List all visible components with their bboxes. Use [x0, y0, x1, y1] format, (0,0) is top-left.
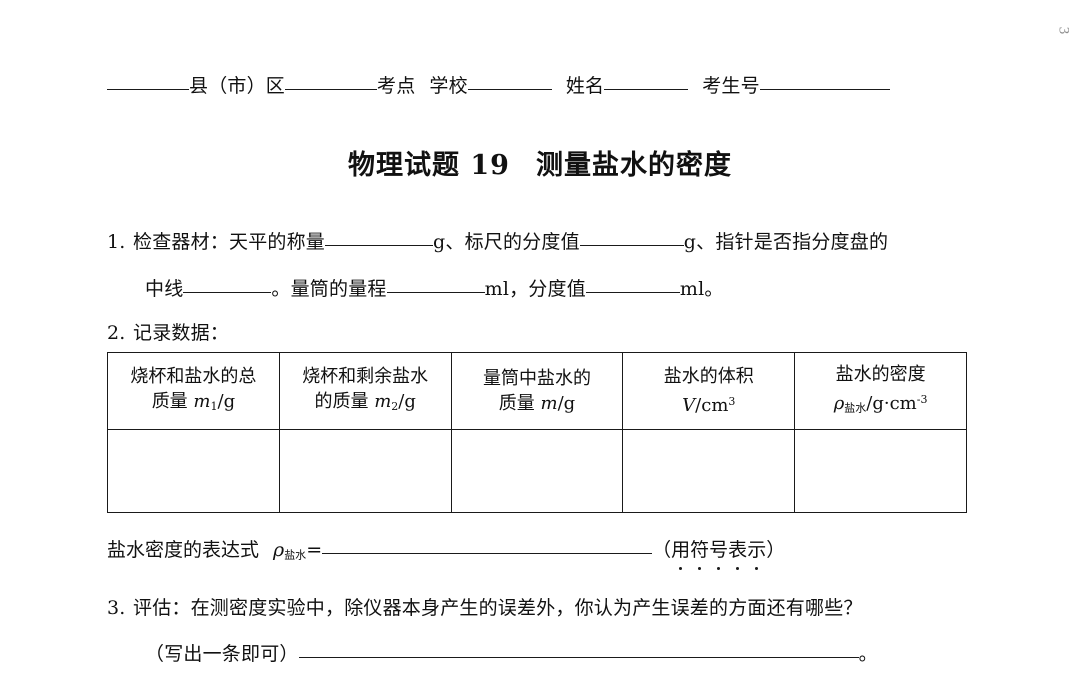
- header-volume-unit: /cm: [695, 395, 729, 417]
- header-volume-line1: 盐水的体积: [663, 365, 754, 387]
- school-blank[interactable]: [467, 72, 552, 90]
- emphasis-dot-char: 用: [671, 535, 690, 570]
- cylinder-division-blank[interactable]: [585, 275, 680, 293]
- expression-note-text: 用符号表示: [671, 539, 766, 570]
- question-3-number: 3.: [107, 597, 126, 619]
- student-id-label: 考生号: [702, 75, 760, 97]
- scale-division-blank[interactable]: [579, 228, 684, 246]
- question-3-answer-line: （写出一条即可） 。: [145, 640, 878, 667]
- question-1-line2-unit-2: ml。: [679, 278, 724, 300]
- question-3-hint: （写出一条即可）: [145, 643, 299, 665]
- question-2-number: 2.: [107, 322, 126, 344]
- data-cell-density[interactable]: [794, 429, 967, 513]
- header-volume-sup: 3: [728, 394, 736, 408]
- table-header-row: 烧杯和盐水的总 质量 m1/g 烧杯和剩余盐水 的质量 m2/g 量筒中盐水的 …: [107, 352, 967, 430]
- question-1-line2-unit-1: ml，分度值: [484, 278, 586, 300]
- question-1-number: 1.: [107, 231, 126, 253]
- header-m-symbol: m: [540, 393, 558, 414]
- expression-symbol-sub: 盐水: [284, 548, 307, 562]
- header-m1-symbol: m: [193, 390, 211, 412]
- header-m2-line2-cn: 的质量: [314, 390, 375, 412]
- table-row: [107, 429, 967, 513]
- expression-note-open: （: [652, 539, 672, 561]
- header-m-line2: 质量 m/g: [458, 391, 617, 416]
- question-3-answer-blank[interactable]: [298, 640, 859, 658]
- header-volume-symbol: V: [682, 395, 696, 417]
- page-number: 3: [1054, 26, 1071, 35]
- header-density-unit: /g·cm: [866, 392, 917, 414]
- table-header-cell-m: 量筒中盐水的 质量 m/g: [450, 352, 624, 430]
- question-1-line-1: 1. 检查器材：天平的称量 g、标尺的分度值 g、指针是否指分度盘的: [107, 228, 888, 255]
- question-2-line: 2. 记录数据：: [107, 320, 229, 346]
- header-density-line1: 盐水的密度: [835, 363, 926, 385]
- emphasis-dot-char: 表: [728, 535, 747, 570]
- table-header-cell-m2: 烧杯和剩余盐水 的质量 m2/g: [278, 352, 452, 430]
- header-density-sub-cn: 盐水: [844, 401, 867, 415]
- expression-label: 盐水密度的表达式: [107, 539, 260, 561]
- question-2-text: 记录数据：: [133, 322, 230, 344]
- header-m1-sub: 1: [210, 399, 218, 413]
- expression-equals: =: [306, 539, 323, 561]
- table-header-cell-m1: 烧杯和盐水的总 质量 m1/g: [107, 352, 280, 430]
- site-blank[interactable]: [285, 72, 378, 90]
- expression-symbol: ρ: [273, 539, 285, 561]
- question-3-line: 3. 评估：在测密度实验中，除仪器本身产生的误差外，你认为产生误差的方面还有哪些？: [107, 595, 863, 621]
- exam-info-header: 县（市）区 考点学校 姓名 考生号: [107, 72, 973, 100]
- question-3-text: 评估：在测密度实验中，除仪器本身产生的误差外，你认为产生误差的方面还有哪些？: [133, 597, 863, 619]
- header-m2-line1: 烧杯和剩余盐水: [302, 365, 429, 387]
- header-m-line1: 量筒中盐水的: [482, 368, 591, 389]
- expression-answer-blank[interactable]: [322, 536, 653, 554]
- question-1-line2-part-2: 。量筒的量程: [271, 278, 387, 300]
- school-label: 学校: [429, 75, 468, 97]
- page-title: 物理试题 19 测量盐水的密度: [0, 143, 1080, 182]
- emphasis-dot-char: 符: [690, 535, 709, 570]
- county-blank[interactable]: [107, 72, 189, 90]
- header-density-line2: ρ盐水/g·cm-3: [801, 387, 960, 420]
- data-cell-m[interactable]: [450, 429, 624, 513]
- question-1-text-part-1: 检查器材：天平的称量: [133, 231, 326, 253]
- header-m1-line2: 质量 m1/g: [114, 389, 273, 419]
- expression-note-close: ）: [766, 539, 786, 561]
- header-m2-unit: /g: [398, 390, 416, 412]
- header-m2-line2: 的质量 m2/g: [286, 389, 445, 419]
- county-label: 县（市）区: [189, 75, 286, 97]
- cylinder-range-blank[interactable]: [386, 275, 485, 293]
- header-m2-sub: 2: [391, 399, 399, 413]
- question-3-end-punct: 。: [858, 643, 878, 665]
- header-m2-symbol: m: [374, 390, 392, 412]
- name-label: 姓名: [565, 75, 605, 97]
- question-1-line2-part-1: 中线: [145, 278, 184, 300]
- header-m1-unit: /g: [217, 390, 236, 412]
- emphasis-dot-char: 号: [709, 535, 728, 570]
- question-1-line-2: 中线 。量筒的量程 ml，分度值 ml。: [145, 275, 724, 302]
- header-m1-line1: 烧杯和盐水的总: [130, 365, 257, 387]
- emphasis-dot-char: 示: [747, 535, 766, 570]
- header-m-line2-cn: 质量: [498, 393, 541, 414]
- name-blank[interactable]: [604, 72, 689, 90]
- data-cell-m1[interactable]: [107, 429, 280, 513]
- balance-capacity-blank[interactable]: [325, 228, 434, 246]
- record-data-table: 烧杯和盐水的总 质量 m1/g 烧杯和剩余盐水 的质量 m2/g 量筒中盐水的 …: [107, 352, 967, 513]
- header-volume-line2: V/cm3: [629, 389, 788, 418]
- table-header-cell-volume: 盐水的体积 V/cm3: [622, 352, 796, 430]
- site-label: 考点: [377, 75, 416, 97]
- question-1-unit-1: g、标尺的分度值: [433, 231, 580, 253]
- table-header-cell-density: 盐水的密度 ρ盐水/g·cm-3: [794, 352, 967, 430]
- data-cell-m2[interactable]: [278, 429, 452, 513]
- question-1-unit-2: g、指针是否指分度盘的: [683, 231, 889, 253]
- header-m1-line2-cn: 质量: [151, 390, 194, 412]
- student-id-blank[interactable]: [759, 72, 890, 90]
- header-density-symbol: ρ: [833, 392, 845, 414]
- title-prefix: 物理试题 19: [348, 150, 510, 181]
- header-density-sup: -3: [916, 392, 928, 406]
- title-subject: 测量盐水的密度: [535, 150, 732, 181]
- center-line-blank[interactable]: [183, 275, 272, 293]
- header-m-unit: /g: [557, 393, 576, 414]
- data-cell-volume[interactable]: [622, 429, 796, 513]
- density-expression-line: 盐水密度的表达式 ρ盐水= （用符号表示）: [107, 535, 786, 570]
